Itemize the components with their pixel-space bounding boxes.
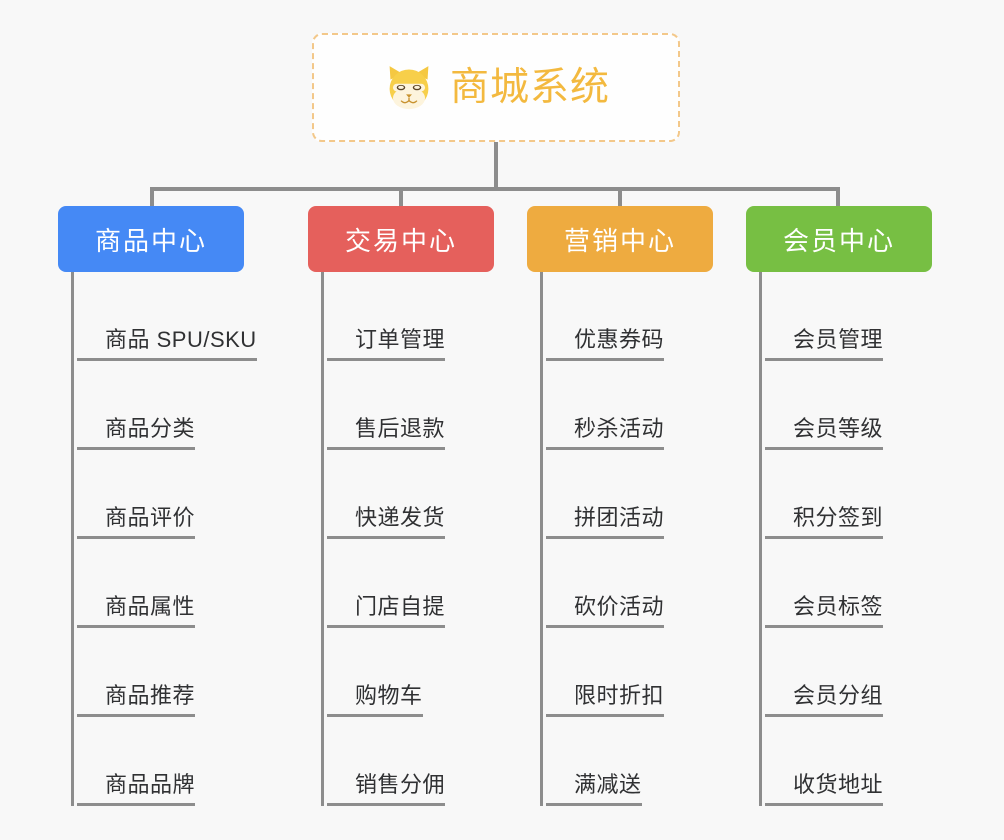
connector-drop-2 (399, 187, 403, 209)
connector-drop-1 (150, 187, 154, 209)
branch-product-center: 商品中心 商品 SPU/SKU 商品分类 商品评价 商品属性 商品推荐 商品品牌 (58, 206, 257, 806)
leaf-label: 满减送 (546, 772, 642, 806)
leaf-item[interactable]: 快递发货 (324, 450, 494, 539)
leaf-item[interactable]: 商品推荐 (74, 628, 244, 717)
category-label: 商品中心 (94, 225, 207, 256)
leaf-list-product-center: 商品 SPU/SKU 商品分类 商品评价 商品属性 商品推荐 商品品牌 (71, 272, 257, 806)
leaf-item[interactable]: 砍价活动 (543, 539, 713, 628)
leaf-label: 收货地址 (765, 772, 884, 806)
leaf-item[interactable]: 商品评价 (74, 450, 244, 539)
leaf-label: 会员标签 (765, 594, 884, 628)
leaf-item[interactable]: 满减送 (543, 717, 713, 806)
leaf-label: 门店自提 (327, 594, 446, 628)
category-box-product-center[interactable]: 商品中心 (58, 206, 244, 272)
leaf-label: 限时折扣 (546, 683, 665, 717)
connector-root-vertical (494, 142, 498, 190)
leaf-item[interactable]: 销售分佣 (324, 717, 494, 806)
leaf-item[interactable]: 会员分组 (762, 628, 932, 717)
leaf-item[interactable]: 限时折扣 (543, 628, 713, 717)
branch-marketing-center: 营销中心 优惠券码 秒杀活动 拼团活动 砍价活动 限时折扣 满减送 (527, 206, 713, 806)
category-box-marketing-center[interactable]: 营销中心 (527, 206, 713, 272)
branch-member-center: 会员中心 会员管理 会员等级 积分签到 会员标签 会员分组 收货地址 (746, 206, 932, 806)
leaf-label: 快递发货 (327, 505, 446, 539)
leaf-item[interactable]: 优惠券码 (543, 272, 713, 361)
root-title: 商城系统 (449, 66, 610, 109)
leaf-item[interactable]: 商品属性 (74, 539, 244, 628)
connector-horizontal-bus (150, 187, 840, 191)
category-box-trade-center[interactable]: 交易中心 (308, 206, 494, 272)
leaf-label: 购物车 (327, 683, 423, 717)
connector-drop-4 (836, 187, 840, 209)
leaf-item[interactable]: 积分签到 (762, 450, 932, 539)
leaf-label: 商品推荐 (77, 683, 196, 717)
leaf-item[interactable]: 拼团活动 (543, 450, 713, 539)
category-box-member-center[interactable]: 会员中心 (746, 206, 932, 272)
leaf-item[interactable]: 会员标签 (762, 539, 932, 628)
leaf-item[interactable]: 收货地址 (762, 717, 932, 806)
category-label: 会员中心 (782, 225, 895, 256)
leaf-label: 销售分佣 (327, 772, 446, 806)
leaf-item[interactable]: 订单管理 (324, 272, 494, 361)
leaf-label: 积分签到 (765, 505, 884, 539)
leaf-label: 商品分类 (77, 416, 196, 450)
leaf-item[interactable]: 商品品牌 (74, 717, 244, 806)
leaf-item[interactable]: 会员管理 (762, 272, 932, 361)
leaf-item[interactable]: 门店自提 (324, 539, 494, 628)
leaf-label: 商品 SPU/SKU (77, 327, 257, 361)
leaf-label: 会员管理 (765, 327, 884, 361)
leaf-label: 售后退款 (327, 416, 446, 450)
leaf-label: 商品属性 (77, 594, 196, 628)
leaf-label: 订单管理 (327, 327, 446, 361)
dog-face-icon (382, 61, 436, 115)
leaf-label: 商品评价 (77, 505, 196, 539)
leaf-label: 砍价活动 (546, 594, 665, 628)
leaf-label: 秒杀活动 (546, 416, 665, 450)
leaf-label: 拼团活动 (546, 505, 665, 539)
category-label: 营销中心 (563, 225, 676, 256)
leaf-list-member-center: 会员管理 会员等级 积分签到 会员标签 会员分组 收货地址 (759, 272, 932, 806)
root-node[interactable]: 商城系统 (312, 33, 680, 142)
leaf-item[interactable]: 购物车 (324, 628, 494, 717)
leaf-item[interactable]: 会员等级 (762, 361, 932, 450)
leaf-label: 会员分组 (765, 683, 884, 717)
leaf-item[interactable]: 商品 SPU/SKU (74, 272, 257, 361)
leaf-item[interactable]: 秒杀活动 (543, 361, 713, 450)
leaf-list-trade-center: 订单管理 售后退款 快递发货 门店自提 购物车 销售分佣 (321, 272, 494, 806)
leaf-list-marketing-center: 优惠券码 秒杀活动 拼团活动 砍价活动 限时折扣 满减送 (540, 272, 713, 806)
leaf-label: 商品品牌 (77, 772, 196, 806)
category-label: 交易中心 (344, 225, 457, 256)
leaf-label: 会员等级 (765, 416, 884, 450)
leaf-item[interactable]: 售后退款 (324, 361, 494, 450)
branch-trade-center: 交易中心 订单管理 售后退款 快递发货 门店自提 购物车 销售分佣 (308, 206, 494, 806)
leaf-item[interactable]: 商品分类 (74, 361, 244, 450)
connector-drop-3 (618, 187, 622, 209)
leaf-label: 优惠券码 (546, 327, 665, 361)
